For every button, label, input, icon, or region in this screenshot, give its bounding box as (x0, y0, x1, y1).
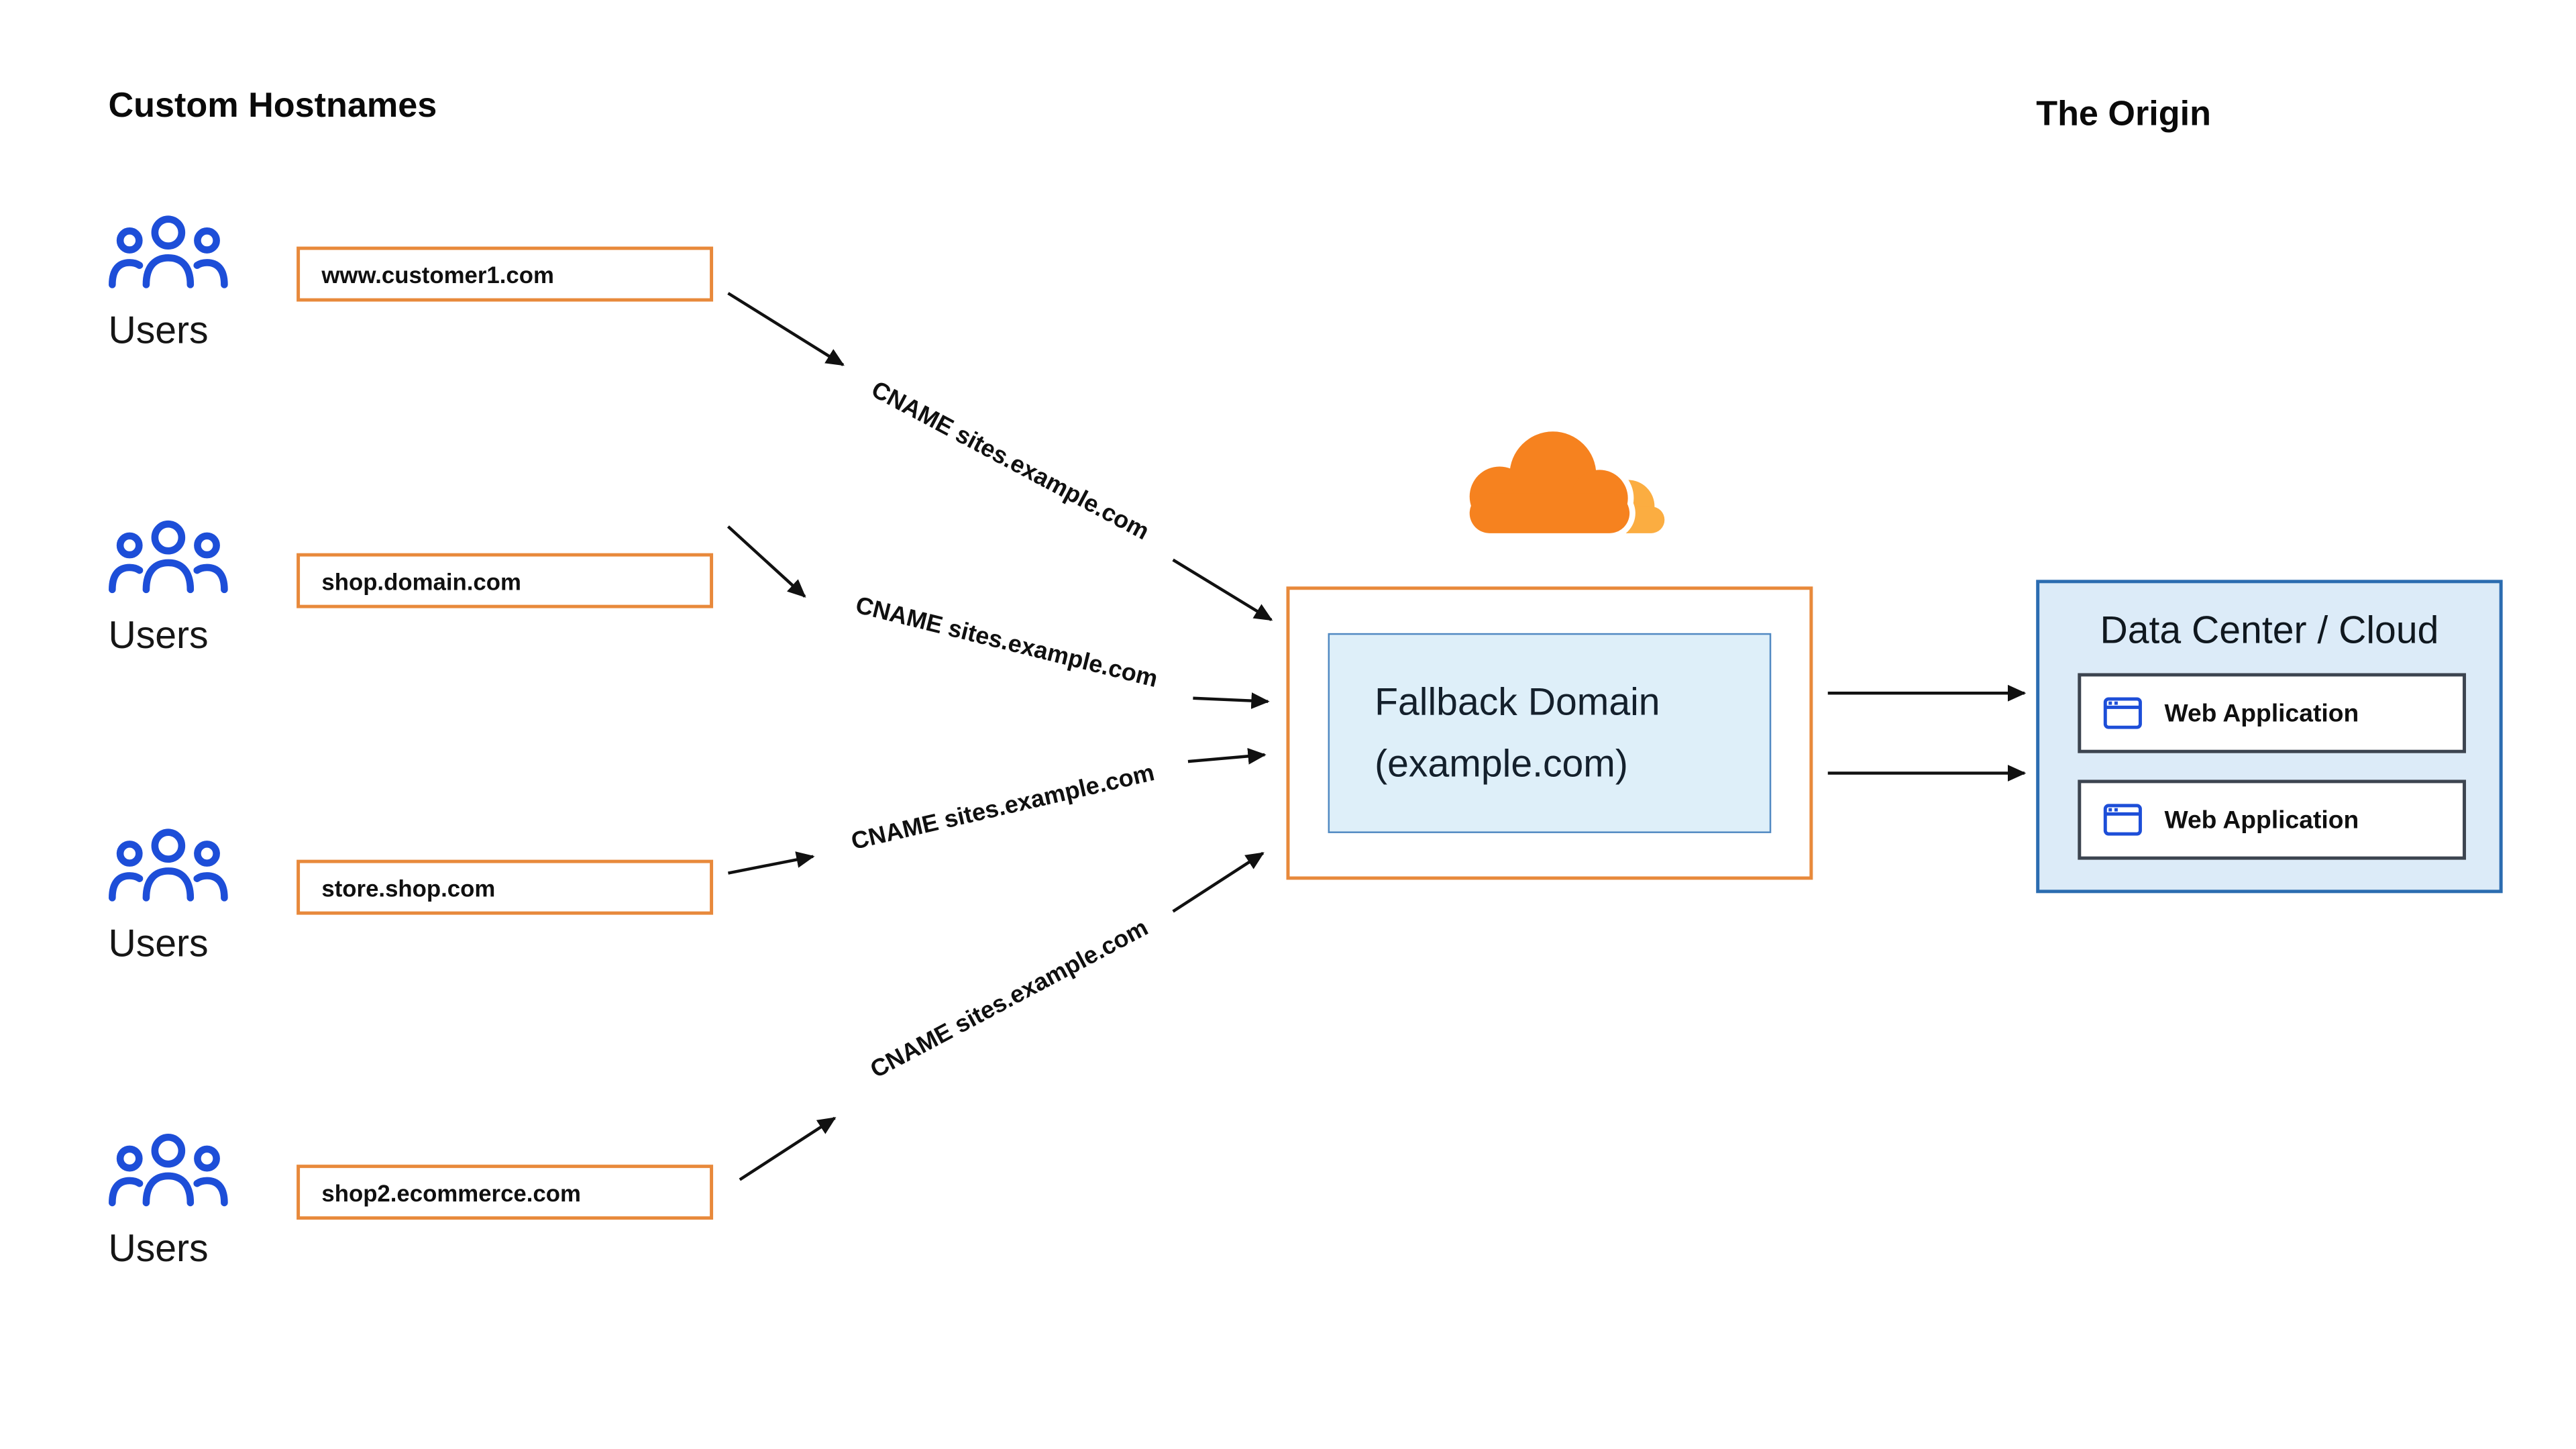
browser-window-icon (2103, 804, 2142, 836)
users-icon (109, 215, 228, 288)
users-group-3: Users (108, 823, 258, 967)
users-label: Users (108, 921, 209, 965)
hostname-label: store.shop.com (321, 873, 496, 901)
users-label: Users (108, 1226, 209, 1270)
web-application-label: Web Application (2164, 698, 2359, 728)
cloudflare-logo-icon (1464, 425, 1665, 539)
users-label: Users (108, 613, 209, 657)
users-label: Users (108, 308, 209, 352)
fallback-domain-line1: Fallback Domain (1375, 680, 1660, 723)
origin-heading: The Origin (2036, 95, 2212, 133)
custom-hostnames-heading: Custom Hostnames (108, 87, 437, 125)
web-application-label: Web Application (2164, 805, 2359, 835)
cname-label-3: CNAME sites.example.com (849, 760, 1157, 857)
hostname-box-4: shop2.ecommerce.com (297, 1165, 714, 1220)
origin-box: Data Center / Cloud Web Application Web … (2036, 580, 2503, 894)
cname-label-1: CNAME sites.example.com (866, 376, 1153, 547)
web-application-row-2: Web Application (2078, 780, 2467, 860)
hostname-label: www.customer1.com (321, 260, 554, 288)
users-icon (109, 1133, 228, 1207)
cname-label-2: CNAME sites.example.com (853, 592, 1161, 694)
web-application-row-1: Web Application (2078, 673, 2467, 753)
users-icon (109, 828, 228, 902)
users-group-2: Users (108, 515, 258, 658)
fallback-domain-line2: (example.com) (1375, 741, 1628, 785)
hostname-box-2: shop.domain.com (297, 553, 714, 608)
users-icon (109, 520, 228, 594)
users-group-1: Users (108, 210, 258, 354)
users-group-4: Users (108, 1128, 258, 1272)
cname-label-4: CNAME sites.example.com (866, 915, 1153, 1085)
hostname-label: shop.domain.com (321, 567, 521, 594)
fallback-domain-box: Fallback Domain (example.com) (1328, 633, 1772, 833)
hostname-box-1: www.customer1.com (297, 246, 714, 302)
hostname-label: shop2.ecommerce.com (321, 1179, 581, 1206)
data-center-title: Data Center / Cloud (2100, 608, 2439, 652)
browser-window-icon (2103, 697, 2142, 729)
hostname-box-3: store.shop.com (297, 859, 714, 915)
